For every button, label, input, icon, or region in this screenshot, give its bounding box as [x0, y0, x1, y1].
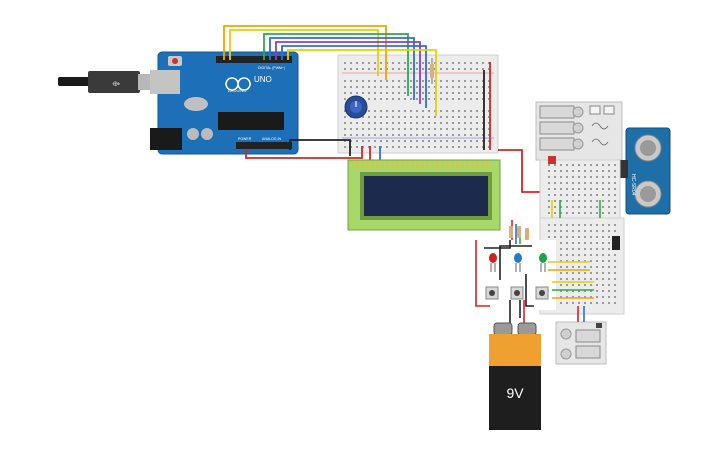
capacitor-1: [187, 128, 199, 140]
red-led: [489, 253, 497, 272]
analog-header: [236, 142, 292, 149]
relay-module-bottom: [555, 306, 607, 365]
arduino-logo: [225, 77, 251, 91]
led-button-circuit: [475, 220, 594, 318]
digital-header: [216, 56, 292, 63]
analog-label: ANALOG IN: [262, 137, 282, 141]
battery-label: 9V: [506, 385, 524, 401]
power-wires: [245, 62, 542, 193]
usb-cable: ⟴: [58, 71, 158, 93]
capacitor-2: [201, 128, 213, 140]
digital-label: DIGITAL (PWM~): [258, 66, 285, 70]
ultrasonic-label: HC-SR04: [630, 174, 636, 196]
battery-wires: [509, 300, 525, 326]
potentiometer[interactable]: [344, 95, 368, 119]
atmega-chip: [218, 112, 284, 130]
signal-wires: [223, 25, 437, 116]
green-led: [539, 253, 547, 272]
arduino-uno-board[interactable]: UNO ARDUINO DIGITAL (PWM~) POWER ANALOG …: [150, 51, 299, 155]
relay-module-top: [535, 101, 623, 161]
usb-port: [150, 70, 180, 94]
resistor: [430, 58, 434, 84]
ultrasonic-sensor: HC-SR04: [620, 127, 671, 215]
brand-label: ARDUINO: [228, 88, 246, 93]
crystal: [184, 97, 208, 111]
lcd-pin-header: [352, 162, 492, 168]
battery-9v: 9V: [489, 322, 541, 430]
blue-led: [514, 253, 522, 272]
main-breadboard[interactable]: [337, 54, 499, 154]
board-label: UNO: [254, 75, 272, 84]
lcd-display: [347, 159, 501, 231]
power-jack: [150, 128, 182, 150]
buzzer: [612, 236, 620, 250]
svg-text:⟴: ⟴: [112, 81, 120, 88]
reset-button-cap: [172, 58, 178, 64]
lcd-screen: [364, 176, 488, 216]
power-label: POWER: [238, 137, 252, 141]
